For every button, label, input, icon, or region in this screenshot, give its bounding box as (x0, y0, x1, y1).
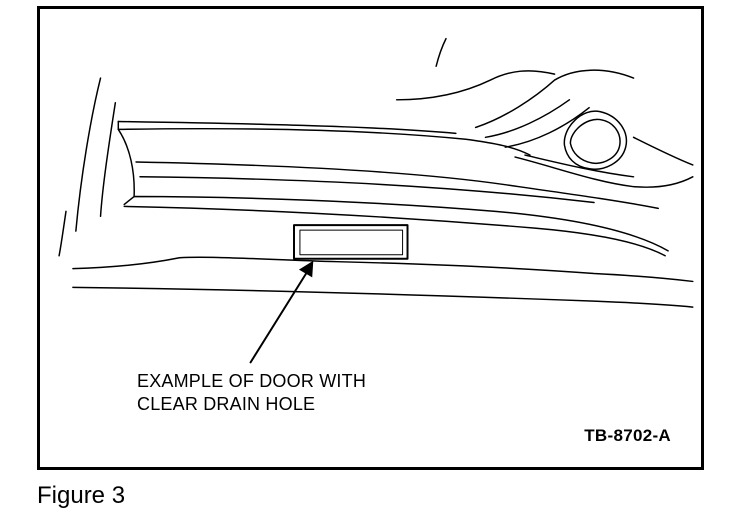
left-contour-line (58, 210, 67, 257)
lower-contour (72, 286, 694, 308)
left-contour-line (99, 102, 117, 218)
drain-hole-inner (299, 229, 404, 256)
sill-face-top (117, 128, 135, 198)
callout-line-1: EXAMPLE OF DOOR WITH (137, 371, 367, 391)
callout-arrow-head (298, 260, 314, 278)
sill-face-line (139, 176, 595, 204)
callout-label: EXAMPLE OF DOOR WITH CLEAR DRAIN HOLE (137, 370, 366, 416)
pillar-contour (435, 37, 447, 67)
pillar-contour (632, 136, 694, 166)
figure-frame: EXAMPLE OF DOOR WITH CLEAR DRAIN HOLE TB… (37, 6, 704, 470)
pillar-contour (395, 70, 556, 101)
figure-caption: Figure 3 (37, 482, 126, 509)
sill-face-line (135, 161, 659, 210)
pillar-contour (504, 106, 590, 148)
sill-top-line (117, 120, 457, 135)
pillar-opening-inner (569, 118, 621, 165)
door-sill-illustration (58, 37, 694, 364)
pillar-contour (514, 156, 694, 188)
drain-hole (293, 224, 409, 260)
figure-code: TB-8702-A (584, 426, 671, 445)
sill-bottom-edge (123, 195, 669, 252)
pillar-contour (484, 99, 571, 139)
callout-arrow-line (249, 266, 311, 364)
pillar-contour (474, 69, 635, 129)
lower-contour (72, 256, 694, 283)
callout-line-2: CLEAR DRAIN HOLE (137, 394, 316, 414)
sill-top-edge (117, 120, 531, 156)
pillar-contour (524, 154, 635, 178)
left-contour-line (75, 77, 102, 232)
pillar-opening (563, 110, 628, 170)
sill-lower-line (123, 205, 666, 257)
